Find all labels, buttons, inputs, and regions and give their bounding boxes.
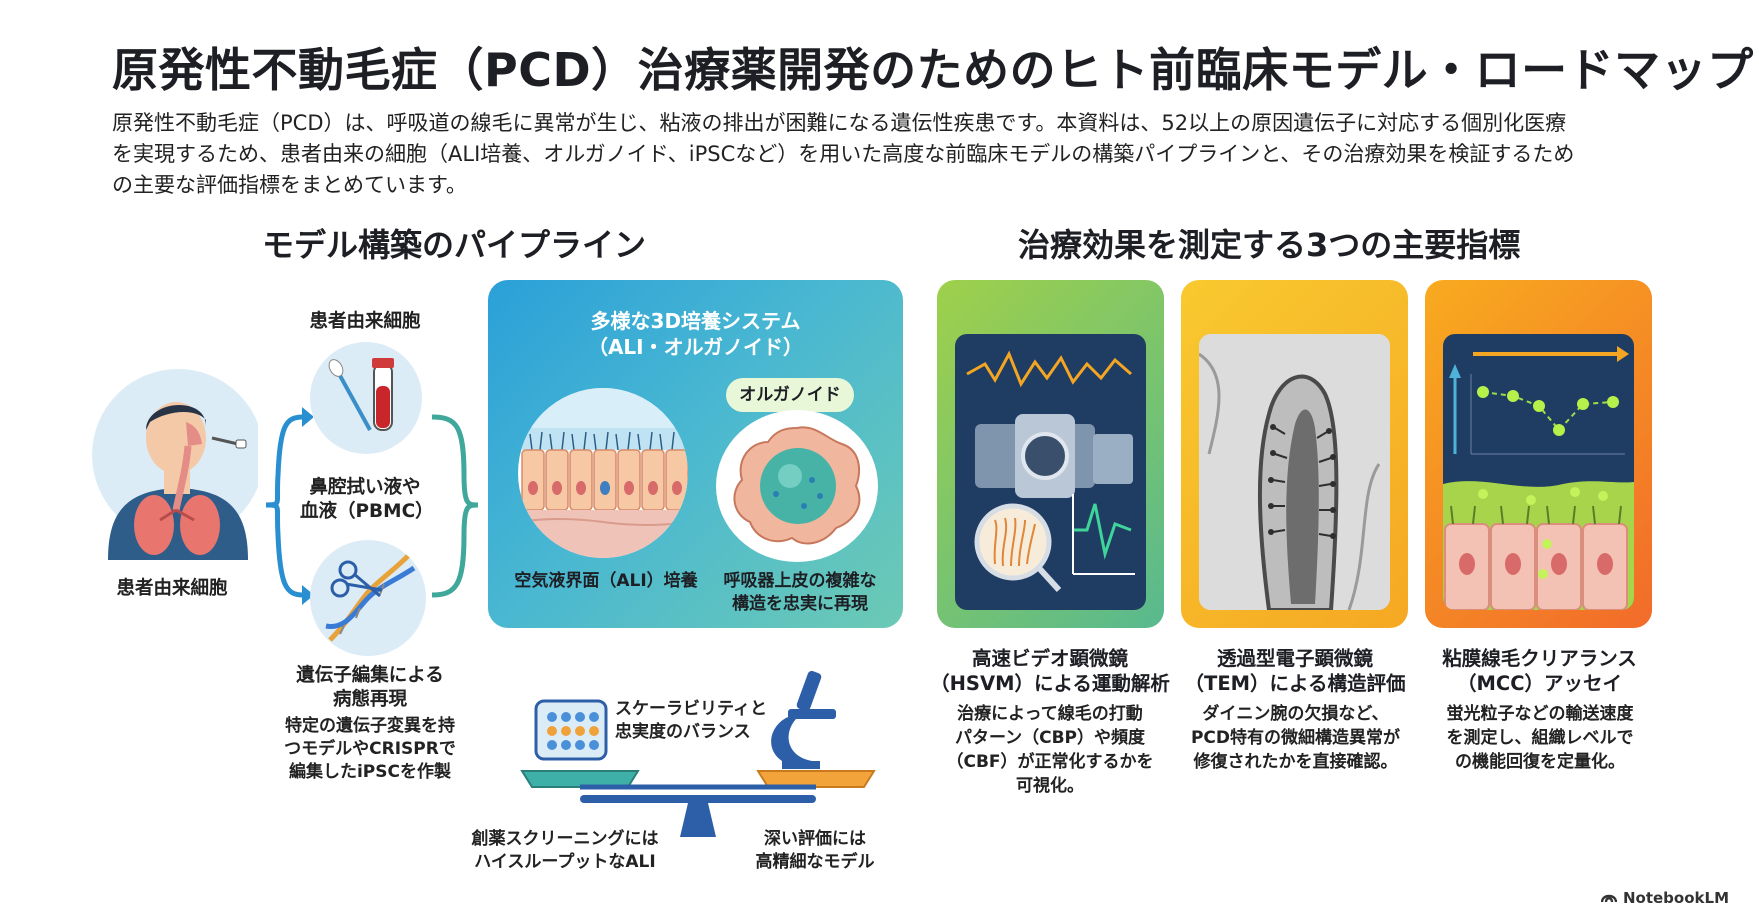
- metric-body-mcc-line-1: 蛍光粒子などの輸送速度: [1446, 704, 1634, 724]
- watermark-text: NotebookLM: [1622, 889, 1729, 907]
- culture-title-line-2: （ALI・オルガノイド）: [587, 335, 804, 359]
- culture-system-panel: 多様な3D培養システム （ALI・オルガノイド）: [488, 280, 903, 628]
- balance-right-caption: 深い評価には 高精細なモデル: [735, 828, 895, 874]
- metric-body-mcc: 蛍光粒子などの輸送速度 を測定し、組織レベルで の機能回復を定量化。: [1425, 702, 1655, 774]
- dna-scissors-icon: [310, 540, 426, 656]
- metric-body-mcc-line-3: の機能回復を定量化。: [1455, 752, 1625, 772]
- ali-label: 空気液界面（ALI）培養: [514, 571, 698, 591]
- balance-left-line-2: ハイスループットなALI: [474, 852, 656, 872]
- intro-line-3: の主要な評価指標をまとめています。: [112, 173, 467, 197]
- tem-illustration: [1199, 334, 1390, 610]
- hsvm-illustration: [955, 334, 1146, 610]
- metric-body-hsvm-line-4: 可視化。: [1016, 776, 1084, 796]
- ali-culture-icon: [518, 388, 688, 558]
- balance-caption-line-1: スケーラビリティと: [615, 699, 767, 719]
- merge-arrow: [430, 405, 490, 605]
- metric-title-tem-line-1: 透過型電子顕微鏡: [1216, 647, 1373, 670]
- metric-title-hsvm-line-1: 高速ビデオ顕微鏡: [971, 647, 1128, 670]
- organoid-caption-line-1: 呼吸器上皮の複雑な: [723, 571, 877, 591]
- intro-line-1: 原発性不動毛症（PCD）は、呼吸道の線毛に異常が生じ、粘液の排出が困難になる遺伝…: [112, 111, 1567, 135]
- metric-body-tem: ダイニン腕の欠損など、 PCD特有の微細構造異常が 修復されたかを直接確認。: [1178, 702, 1413, 774]
- balance-left-caption: 創薬スクリーニングには ハイスループットなALI: [455, 828, 675, 874]
- gene-edit-heading-line-2: 病態再現: [332, 689, 407, 710]
- gene-edit-heading-line-1: 遺伝子編集による: [296, 665, 444, 686]
- metrics-heading: 治療効果を測定する3つの主要指標: [1018, 226, 1521, 264]
- metric-body-tem-line-3: 修復されたかを直接確認。: [1193, 752, 1398, 772]
- organoid-caption-line-2: 構造を忠実に再現: [732, 594, 868, 614]
- sample-caption: 鼻腔拭い液や 血液（PBMC）: [300, 476, 434, 524]
- split-arrow: [258, 405, 314, 605]
- metric-title-tem-line-2: （TEM）による構造評価: [1184, 672, 1406, 695]
- intro-line-2: を実現するため、患者由来の細胞（ALI培養、オルガノイド、iPSCなど）を用いた…: [112, 142, 1575, 166]
- notebooklm-logo-icon: [1600, 889, 1618, 907]
- balance-scale-icon: [520, 665, 880, 843]
- page-title: 原発性不動毛症（PCD）治療薬開発のためのヒト前臨床モデル・ロードマップ: [112, 43, 1754, 97]
- metric-title-mcc-line-1: 粘膜線毛クリアランス: [1442, 647, 1637, 670]
- sample-caption-line-2: 血液（PBMC）: [300, 501, 434, 522]
- intro-text: 原発性不動毛症（PCD）は、呼吸道の線毛に異常が生じ、粘液の排出が困難になる遺伝…: [112, 108, 1652, 201]
- balance-right-line-1: 深い評価には: [764, 829, 866, 849]
- metric-body-hsvm: 治療によって線毛の打動 パターン（CBP）や頻度 （CBF）が正常化するかを 可…: [935, 702, 1165, 798]
- gene-edit-body-line-3: 編集したiPSCを作製: [288, 762, 451, 782]
- mcc-illustration: [1443, 334, 1634, 610]
- metric-body-hsvm-line-3: （CBF）が正常化するかを: [946, 752, 1154, 772]
- sample-top-label: 患者由来細胞: [309, 311, 421, 332]
- balance-caption: スケーラビリティと 忠実度のバランス: [615, 698, 775, 744]
- organoid-caption: 呼吸器上皮の複雑な 構造を忠実に再現: [710, 570, 890, 616]
- gene-edit-heading: 遺伝子編集による 病態再現: [270, 664, 470, 712]
- metric-body-tem-line-1: ダイニン腕の欠損など、: [1202, 704, 1389, 724]
- metric-body-tem-line-2: PCD特有の微細構造異常が: [1190, 728, 1401, 748]
- metric-card-mcc: [1425, 280, 1652, 628]
- metric-body-hsvm-line-2: パターン（CBP）や頻度: [954, 728, 1146, 748]
- organoid-icon: [716, 410, 878, 562]
- metric-card-hsvm: [937, 280, 1164, 628]
- metric-body-mcc-line-2: を測定し、組織レベルで: [1446, 728, 1634, 748]
- metric-title-tem: 透過型電子顕微鏡 （TEM）による構造評価: [1170, 646, 1420, 696]
- gene-edit-body-line-1: 特定の遺伝子変異を持: [285, 716, 455, 736]
- balance-right-line-2: 高精細なモデル: [755, 852, 875, 872]
- metric-title-mcc: 粘膜線毛クリアランス （MCC）アッセイ: [1412, 646, 1667, 696]
- metric-title-hsvm: 高速ビデオ顕微鏡 （HSVM）による運動解析: [925, 646, 1175, 696]
- culture-title-line-1: 多様な3D培養システム: [590, 309, 801, 333]
- gene-edit-body-line-2: つモデルやCRISPRで: [284, 739, 456, 759]
- pipeline-heading: モデル構築のパイプライン: [262, 226, 647, 264]
- culture-title: 多様な3D培養システム （ALI・オルガノイド）: [528, 308, 863, 360]
- sample-caption-line-1: 鼻腔拭い液や: [309, 477, 421, 498]
- balance-caption-line-2: 忠実度のバランス: [615, 722, 751, 742]
- balance-left-line-1: 創薬スクリーニングには: [471, 829, 659, 849]
- metric-title-mcc-line-2: （MCC）アッセイ: [1456, 672, 1623, 695]
- metric-body-hsvm-line-1: 治療によって線毛の打動: [957, 704, 1143, 724]
- patient-label: 患者由来細胞: [116, 578, 228, 599]
- swab-blood-icon: [310, 342, 422, 454]
- gene-edit-body: 特定の遺伝子変異を持 つモデルやCRISPRで 編集したiPSCを作製: [270, 715, 470, 784]
- metric-card-tem: [1181, 280, 1408, 628]
- metric-title-hsvm-line-2: （HSVM）による運動解析: [930, 672, 1170, 695]
- patient-illustration: [88, 360, 264, 560]
- notebooklm-watermark: NotebookLM: [1600, 889, 1729, 907]
- organoid-tag: オルガノイド: [726, 378, 854, 412]
